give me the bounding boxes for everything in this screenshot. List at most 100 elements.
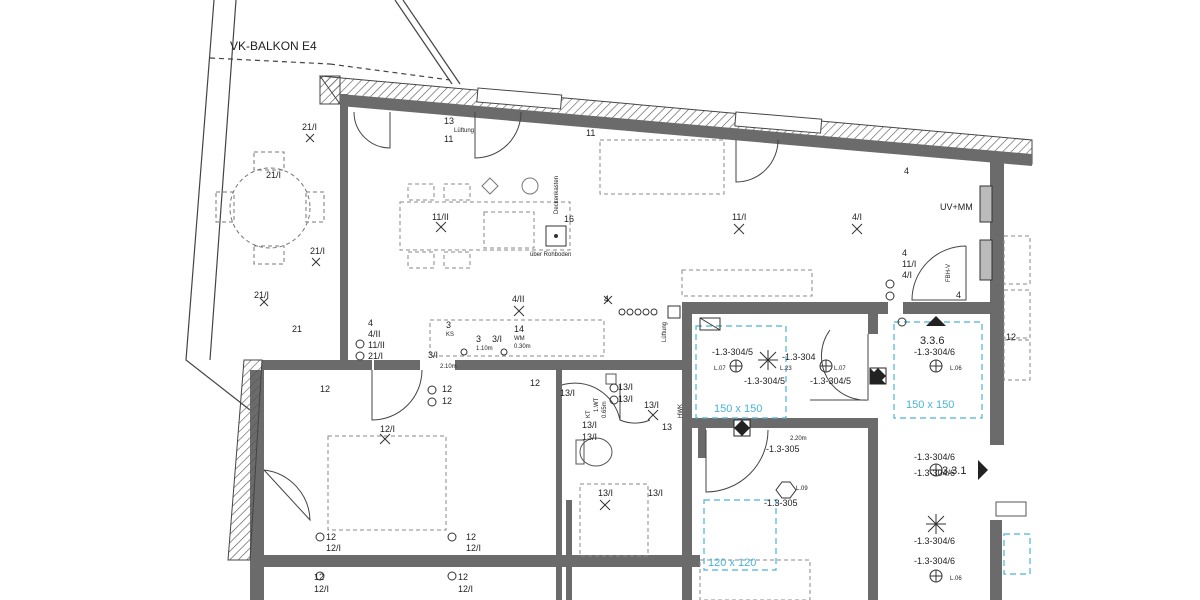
label: 21/I	[266, 170, 281, 180]
shower-zones	[695, 321, 1031, 575]
label: 13/I	[648, 488, 663, 498]
label: KS	[446, 332, 454, 338]
label: 12/I	[314, 584, 329, 594]
label: -1.3-304/6	[914, 556, 955, 566]
label: 3	[476, 334, 481, 344]
label: 0.30m	[514, 344, 531, 350]
label: Lüftung	[454, 128, 474, 134]
label: KT	[586, 410, 592, 418]
label: 12	[1006, 332, 1016, 342]
label: 12	[442, 384, 452, 394]
outer-wall-top	[318, 75, 1033, 166]
label: 2.20m	[790, 436, 807, 442]
label: L.07	[714, 366, 726, 372]
label: 13/I	[618, 394, 633, 404]
label: L.09	[796, 486, 808, 492]
toilet	[575, 373, 1027, 517]
label: 11	[586, 128, 595, 138]
label: 13/I	[582, 420, 597, 430]
label: 13	[662, 422, 672, 432]
label: 1.10m	[476, 346, 493, 352]
label: L.07	[834, 366, 846, 372]
label: WM	[514, 336, 525, 342]
room-code-331: 3.3.1	[942, 465, 966, 477]
plan-labels: UV+MM 13 11 11 4 21/I 21/I 21/I 21/I 21 …	[254, 116, 1016, 594]
left-outer-wall	[227, 359, 263, 561]
label: 12	[314, 572, 324, 582]
label: 13/I	[598, 488, 613, 498]
bath-symbols	[545, 185, 993, 480]
label: 4/I	[852, 212, 862, 222]
label: -1.3-305	[766, 444, 800, 454]
label: 13	[444, 116, 454, 126]
label: -1.3-304/6	[914, 347, 955, 357]
label: -1.3-304/5	[744, 376, 785, 386]
label: 3/I	[492, 334, 502, 344]
star-lights	[758, 350, 946, 534]
label: -1.3-304/5	[810, 376, 851, 386]
label: Deckenkasten	[554, 176, 560, 214]
label: 4	[904, 166, 909, 176]
label: 12	[442, 396, 452, 406]
label: 13/I	[560, 388, 575, 398]
label: -1.3-304/5	[712, 347, 753, 357]
label: 21	[292, 324, 302, 334]
label: L.23	[780, 366, 792, 372]
label: Lüftung	[662, 322, 668, 342]
label: 12/I	[466, 543, 481, 553]
label: 12/I	[458, 584, 473, 594]
furniture	[327, 139, 1031, 600]
label: 4	[368, 318, 373, 328]
label: 12	[458, 572, 468, 582]
label: 14	[514, 324, 524, 334]
label: 13/I	[644, 400, 659, 410]
label: über Rohboden	[530, 252, 571, 258]
door-swings	[263, 111, 967, 522]
socket-circles	[315, 279, 907, 581]
label: 4	[956, 290, 961, 300]
label: 3	[446, 320, 451, 330]
dim-label: 150 x 150	[906, 399, 954, 411]
label: 11	[444, 134, 453, 144]
label: 4/II	[512, 294, 525, 304]
label: 4	[902, 248, 907, 258]
light-fixtures	[729, 359, 943, 583]
small-labels: L.07 L.23 L.07 L.06 L.09 L.06 2.20m FBH-…	[440, 128, 962, 582]
label: 1.WT	[594, 397, 600, 412]
label: 12	[320, 384, 330, 394]
dim-label: 120 x 120	[708, 557, 756, 569]
label: FBH-V	[946, 264, 952, 282]
label: -1.3-304/6	[914, 452, 955, 462]
label: -1.3-305	[764, 498, 798, 508]
label: 16	[564, 214, 574, 224]
label: -1.3-304/6	[914, 536, 955, 546]
balcony	[185, 0, 461, 411]
label: 21/I	[310, 246, 325, 256]
label: 11/II	[368, 340, 385, 350]
label: 13/I	[618, 382, 633, 392]
label: -1.3-304/6	[914, 468, 955, 478]
label: -1.3-304	[782, 352, 816, 362]
label: L.06	[950, 366, 962, 372]
label: UV+MM	[940, 202, 973, 212]
label: 4/I	[902, 270, 912, 280]
label: 21/I	[254, 290, 269, 300]
label: 12	[530, 378, 540, 388]
label: 13/I	[582, 432, 597, 442]
label: 0.65m	[602, 401, 608, 418]
x-marks	[259, 133, 863, 511]
label: 12/I	[380, 424, 395, 434]
label: 11/I	[902, 259, 916, 269]
room-code-336: 3.3.6	[920, 335, 944, 347]
label: 11/I	[732, 212, 746, 222]
label: 3/I	[428, 350, 438, 360]
label: 12/I	[326, 543, 341, 553]
dining-chairs	[481, 177, 539, 195]
balcony-label: VK-BALKON E4	[230, 39, 317, 53]
label: HWK	[678, 404, 684, 418]
balcony-table	[215, 151, 325, 265]
label: 21/I	[302, 122, 317, 132]
label: 4/II	[368, 329, 381, 339]
walls	[250, 94, 1004, 600]
